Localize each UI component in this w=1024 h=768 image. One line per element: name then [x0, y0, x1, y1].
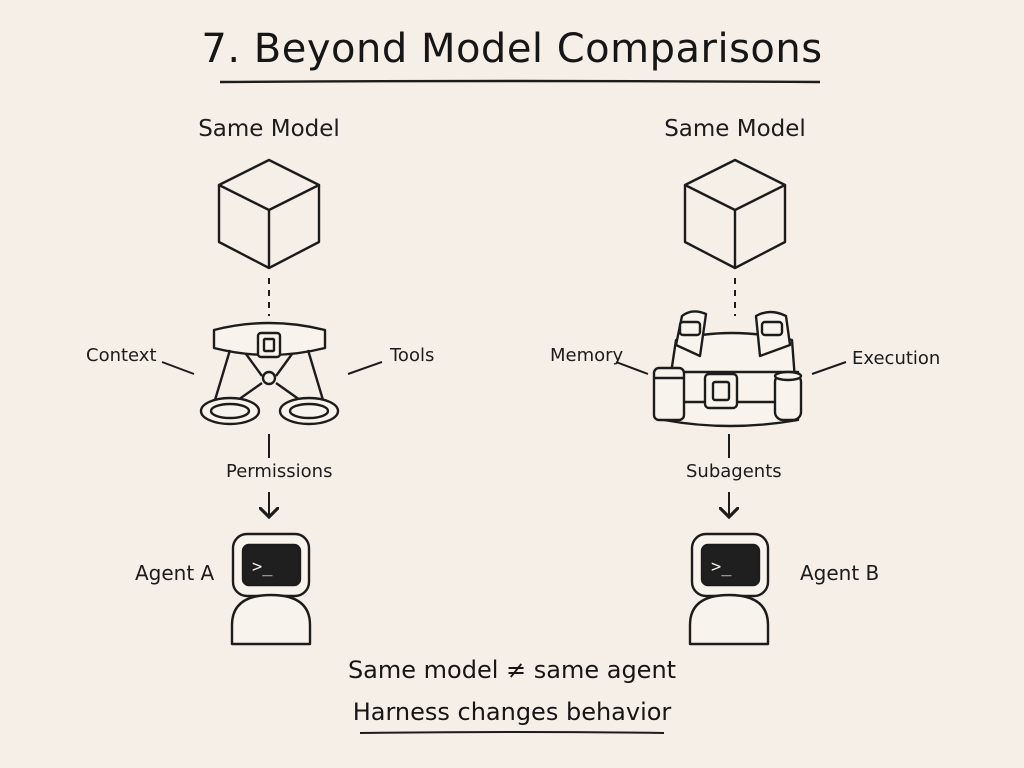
tools-label: Tools [390, 345, 435, 366]
footer-line-1: Same model ≠ same agent [347, 656, 677, 684]
model-label-right: Same Model [664, 116, 806, 142]
title-underline [219, 79, 821, 84]
harness-vest-icon [652, 310, 803, 428]
agent-b-label: Agent B [800, 561, 880, 585]
context-label: Context [86, 345, 157, 366]
footer-line-2: Harness changes behavior [352, 698, 672, 726]
agent-a-screen-prompt: >_ [252, 557, 273, 577]
memory-label: Memory [550, 345, 624, 366]
context-leader-line [161, 361, 195, 375]
memory-leader-line [615, 361, 649, 375]
permissions-label: Permissions [226, 461, 333, 482]
model-cube-icon-left [217, 158, 321, 270]
harness-belt-icon [199, 321, 340, 426]
agent-a-label: Agent A [135, 561, 215, 585]
agent-a-robot-icon [230, 532, 312, 646]
footer-underline [359, 731, 665, 734]
agent-b-screen-prompt: >_ [711, 557, 732, 577]
tools-leader-line [347, 361, 383, 375]
page-title: 7. Beyond Model Comparisons [201, 26, 823, 72]
execution-label: Execution [852, 348, 941, 369]
agent-b-robot-icon [688, 532, 770, 646]
model-label-left: Same Model [198, 116, 340, 142]
model-cube-icon-right [683, 158, 787, 270]
subagents-label: Subagents [686, 461, 782, 482]
execution-leader-line [811, 361, 847, 375]
